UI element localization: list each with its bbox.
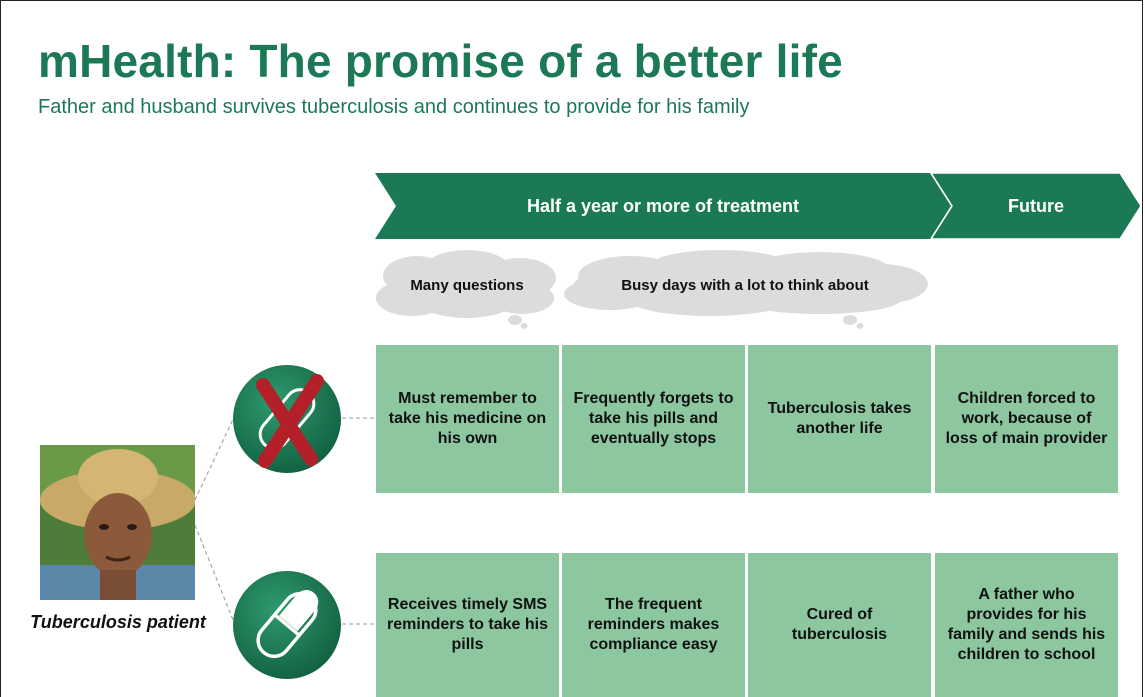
without-step-3: Tuberculosis takes another life: [748, 345, 931, 493]
thought-cloud-questions: Many questions: [372, 248, 562, 330]
with-step-3: Cured of tuberculosis: [748, 553, 931, 697]
chevron-future-label: Future: [1008, 195, 1064, 216]
with-step-4: A father who provides for his family and…: [935, 553, 1118, 697]
thought-cloud-busy-text: Busy days with a lot to think about: [621, 276, 869, 294]
thought-cloud-questions-text: Many questions: [410, 276, 524, 294]
with-step-1: Receives timely SMS reminders to take hi…: [376, 553, 559, 697]
with-step-2: The frequent reminders makes compliance …: [562, 553, 745, 697]
page-subtitle: Father and husband survives tuberculosis…: [38, 96, 750, 118]
pill-icon: [231, 569, 343, 681]
thought-cloud-busy: Busy days with a lot to think about: [560, 248, 932, 330]
patient-label: Tuberculosis patient: [30, 612, 206, 632]
without-step-2: Frequently forgets to take his pills and…: [562, 345, 745, 493]
without-step-1: Must remember to take his medicine on hi…: [376, 345, 559, 493]
without-step-4: Children forced to work, because of loss…: [935, 345, 1118, 493]
patient-photo: [40, 445, 195, 600]
crossed-out-pill-icon: [231, 363, 343, 475]
page-title: mHealth: The promise of a better life: [38, 35, 843, 87]
chevron-treatment-phase: Half a year or more of treatment: [375, 173, 955, 239]
chevron-treatment-label: Half a year or more of treatment: [526, 195, 800, 216]
chevron-future-phase: Future: [931, 173, 1141, 239]
